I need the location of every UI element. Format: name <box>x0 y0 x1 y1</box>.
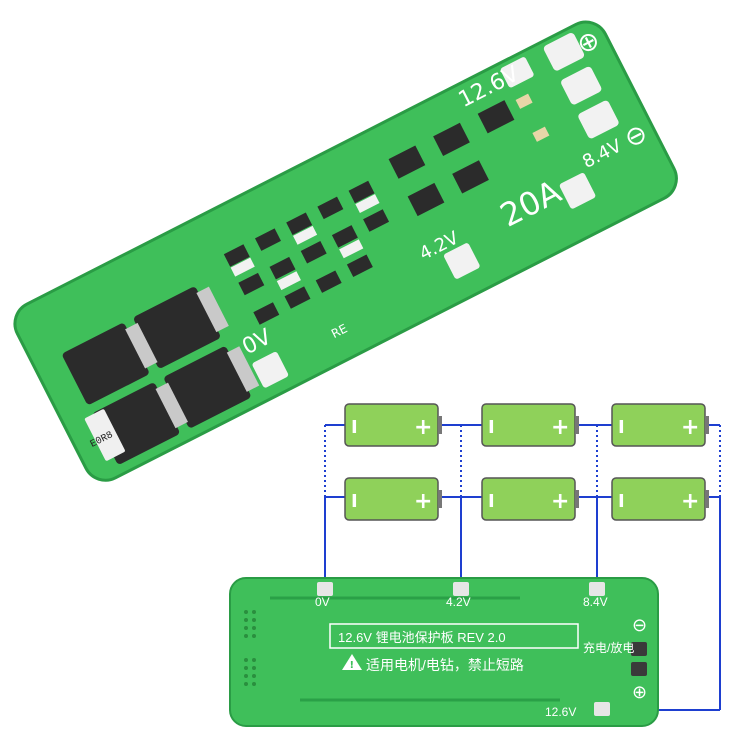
pad-84v-bottom <box>589 582 605 596</box>
battery-plus-icon: + <box>414 489 432 514</box>
battery-plus-icon: + <box>551 489 569 514</box>
pad-0v-bottom <box>317 582 333 596</box>
resistor-1 <box>230 257 255 277</box>
ic-4 <box>407 182 445 217</box>
battery-minus-icon: I <box>618 491 625 512</box>
smd-7 <box>269 256 296 280</box>
smd-8 <box>300 241 327 264</box>
battery-plus-icon: + <box>681 415 699 440</box>
pad-126v-top <box>500 57 534 88</box>
svg-text:!: ! <box>350 660 355 671</box>
product-label-line2: 适用电机/电钻，禁止短路 <box>366 657 524 673</box>
mosfet-2 <box>134 287 220 368</box>
ic-2 <box>433 122 470 157</box>
resistor-3 <box>355 194 380 214</box>
resistor-5 <box>339 239 364 259</box>
battery-minus-icon: I <box>488 491 495 512</box>
mosfet-tab-1 <box>125 322 158 369</box>
mosfet-tab-2 <box>196 286 229 333</box>
battery-cell-r2c1: I + <box>344 477 442 521</box>
bottom-board-substrate <box>229 577 659 727</box>
smd-10 <box>363 209 390 232</box>
battery-cell-r1c3: I + <box>611 403 709 447</box>
battery-cells: I + I + I + I + I + <box>344 403 709 521</box>
top-board: ⊕ ⊖ E0R8 <box>13 20 678 482</box>
mosfet-4 <box>164 346 251 428</box>
ic-5 <box>452 160 489 194</box>
product-label-box <box>329 623 579 649</box>
battery-plus-icon: + <box>551 415 569 440</box>
warning-triangle-icon: ! <box>342 654 362 671</box>
label-0v-bottom: 0V <box>315 595 330 609</box>
pad-42v-top <box>444 243 480 279</box>
capacitor-2 <box>532 126 550 142</box>
label-126v-bottom: 12.6V <box>545 705 576 719</box>
fuse-resistor <box>84 409 125 461</box>
battery-cell-r2c2: I + <box>481 477 579 521</box>
pad-84v-top <box>559 172 596 209</box>
mosfet-tab-4 <box>226 346 260 392</box>
battery-minus-icon: I <box>618 417 625 438</box>
smd-components <box>223 100 515 325</box>
smd-4 <box>317 196 344 220</box>
pad-plus-bottom <box>631 662 647 676</box>
label-re-top: RE <box>329 321 350 341</box>
pad-42v-bottom <box>453 582 469 596</box>
pad-0v-top <box>252 351 289 388</box>
resistor-labels <box>230 93 550 291</box>
plus-symbol-bottom: ⊕ <box>632 682 647 702</box>
ic-1 <box>388 145 426 179</box>
product-label-line1: 12.6V 锂电池保护板 REV 2.0 <box>338 630 506 645</box>
minus-symbol-bottom: ⊖ <box>632 615 647 635</box>
pad-plus-2-top <box>561 66 602 105</box>
pad-minus-top <box>578 100 619 139</box>
battery-plus-icon: + <box>681 489 699 514</box>
resistor-4 <box>276 271 301 291</box>
via-dots <box>244 610 256 686</box>
battery-minus-icon: I <box>351 491 358 512</box>
smd-12 <box>284 286 311 309</box>
battery-minus-icon: I <box>351 417 358 438</box>
bottom-board: 0V 4.2V 8.4V 12.6V ⊖ ⊕ 充电/放电 12.6V 锂电池保护… <box>229 577 659 727</box>
battery-cell-r2c3: I + <box>611 477 709 521</box>
capacitor-1 <box>515 93 533 109</box>
smd-14 <box>346 254 373 278</box>
battery-cell-r1c2: I + <box>481 403 579 447</box>
smd-11 <box>253 302 280 325</box>
smd-1 <box>223 244 250 267</box>
charge-discharge-label: 充电/放电 <box>583 640 634 655</box>
label-84v-bottom: 8.4V <box>583 595 608 609</box>
pad-126v-bottom <box>594 702 610 716</box>
smd-5 <box>348 180 375 204</box>
mosfet-tab-3 <box>155 382 188 429</box>
label-42v-bottom: 4.2V <box>446 595 471 609</box>
smd-2 <box>255 228 281 251</box>
ic-3 <box>477 100 515 134</box>
battery-plus-icon: + <box>414 415 432 440</box>
resistor-2 <box>293 225 318 245</box>
mosfet-1 <box>62 323 149 405</box>
battery-minus-icon: I <box>488 417 495 438</box>
pad-plus-top <box>543 32 585 71</box>
pad-minus-bottom <box>631 642 647 656</box>
smd-6 <box>238 272 265 296</box>
mosfet-group <box>62 286 260 464</box>
smd-13 <box>315 270 342 293</box>
smd-9 <box>331 225 358 248</box>
smd-3 <box>286 212 313 235</box>
battery-cell-r1c1: I + <box>344 403 442 447</box>
